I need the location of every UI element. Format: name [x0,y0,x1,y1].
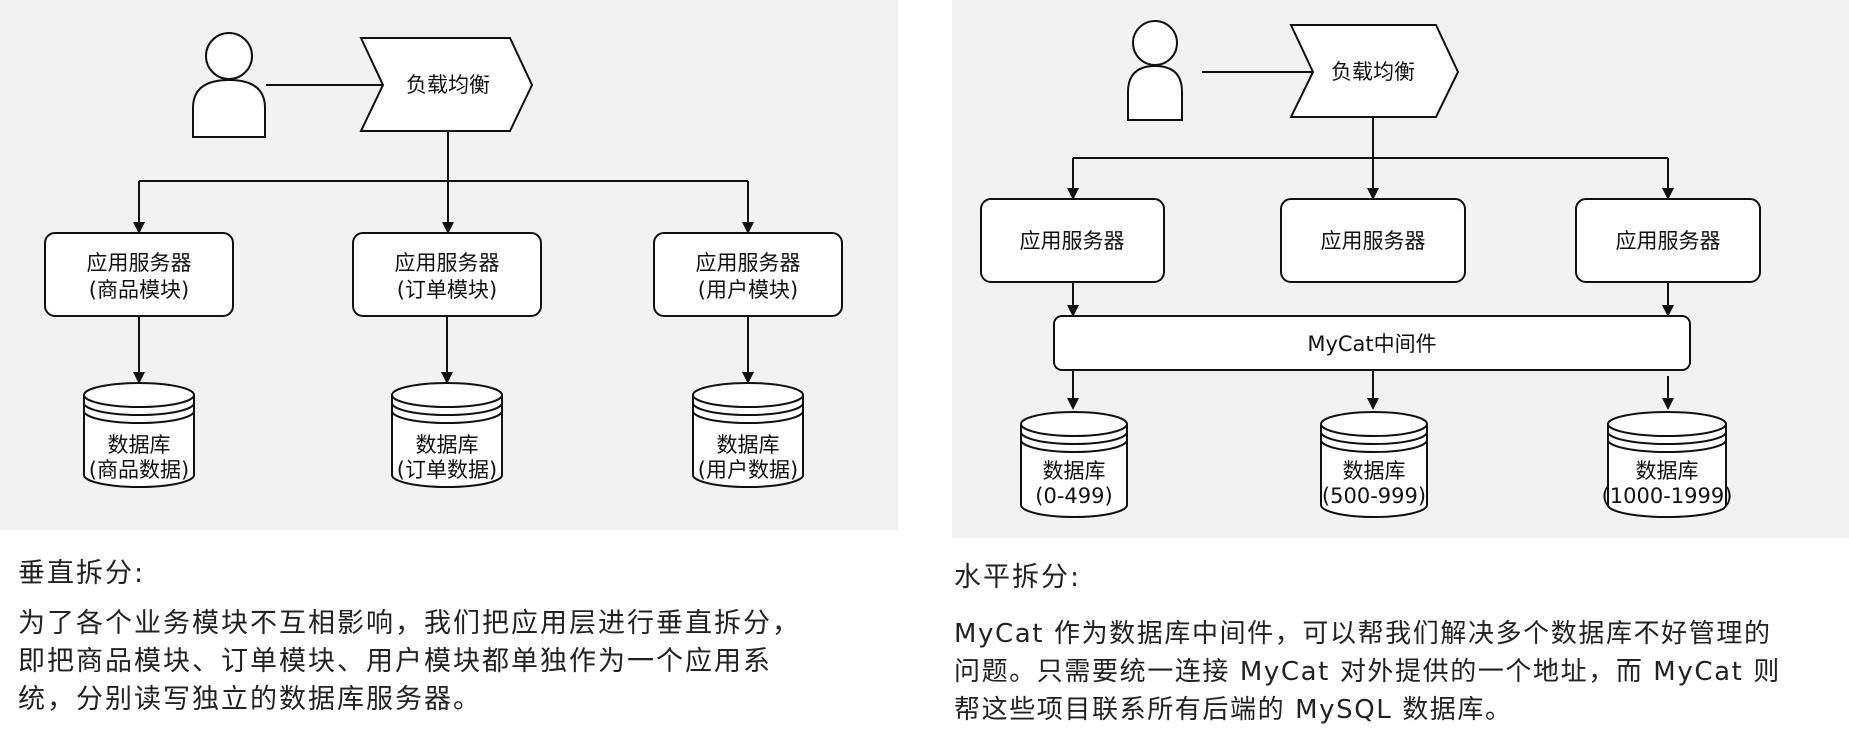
server-title: 应用服务器 [1321,229,1426,253]
server-title: 应用服务器 [395,251,500,275]
vertical-split-svg: 负载均衡 应用服务器 (商品模块) 应用服务器 (订单模块) 应用服务器 (用户… [44,32,843,488]
database-title: 数据库 [416,433,479,457]
server-title: 应用服务器 [696,251,801,275]
database-title: 数据库 [108,433,171,457]
horizontal-split-description: MyCat 作为数据库中间件，可以帮我们解决多个数据库不好管理的 问题。只需要统… [954,615,1781,729]
app-server-node: 应用服务器 [1280,198,1466,283]
database-subtitle: (500-999) [1322,484,1426,508]
app-server-node: 应用服务器 (用户模块) [653,232,843,317]
server-subtitle: (商品模块) [89,278,189,302]
description-line: MyCat 作为数据库中间件，可以帮我们解决多个数据库不好管理的 [954,619,1772,649]
app-server-node: 应用服务器 (商品模块) [44,232,234,317]
server-to-db-arrows [133,316,754,384]
database-subtitle: (订单数据) [397,458,497,482]
middleware-label: MyCat中间件 [1307,332,1436,356]
horizontal-split-svg: 负载均衡 应用服务器 应用服务器 应用服务器 [980,20,1761,518]
database-node: 数据库 (用户数据) [692,382,804,488]
database-node: 数据库 (500-999) [1320,411,1428,518]
lb-to-servers-connectors [133,131,754,234]
database-title: 数据库 [717,433,780,457]
app-server-node: 应用服务器 (订单模块) [352,232,542,317]
database-node: 数据库 (商品数据) [83,382,195,488]
server-to-middleware-arrows [1067,282,1674,317]
load-balancer-label: 负载均衡 [1331,60,1415,84]
server-title: 应用服务器 [87,251,192,275]
database-subtitle: (0-499) [1035,484,1112,508]
database-node: 数据库 (1000-1999) [1602,411,1733,518]
vertical-split-diagram: 负载均衡 应用服务器 (商品模块) 应用服务器 (订单模块) 应用服务器 (用户… [0,0,898,530]
server-subtitle: (用户模块) [698,278,798,302]
app-server-node: 应用服务器 [980,198,1165,283]
server-title: 应用服务器 [1020,229,1125,253]
database-title: 数据库 [1043,459,1106,483]
horizontal-split-heading: 水平拆分: [954,562,1082,593]
description-line: 为了各个业务模块不互相影响，我们把应用层进行垂直拆分， [18,608,801,639]
load-balancer-node: 负载均衡 [1289,24,1460,118]
database-subtitle: (商品数据) [89,458,189,482]
database-subtitle: (1000-1999) [1602,484,1733,508]
user-icon [192,32,266,138]
lb-to-servers-connectors [1067,117,1674,200]
server-subtitle: (订单模块) [397,278,497,302]
database-subtitle: (用户数据) [698,458,798,482]
description-line: 即把商品模块、订单模块、用户模块都单独作为一个应用系 [18,646,772,677]
description-line: 问题。只需要统一连接 MyCat 对外提供的一个地址，而 MyCat 则 [954,657,1781,687]
horizontal-split-diagram: 负载均衡 应用服务器 应用服务器 应用服务器 [952,0,1849,538]
vertical-split-heading: 垂直拆分: [18,558,146,589]
load-balancer-label: 负载均衡 [406,73,490,97]
database-node: 数据库 (订单数据) [391,382,503,488]
description-line: 统，分别读写独立的数据库服务器。 [18,684,482,715]
server-title: 应用服务器 [1616,229,1721,253]
mycat-middleware-node: MyCat中间件 [1053,315,1691,371]
load-balancer-node: 负载均衡 [359,37,534,132]
vertical-split-description: 为了各个业务模块不互相影响，我们把应用层进行垂直拆分， 即把商品模块、订单模块、… [18,605,801,719]
database-title: 数据库 [1636,459,1699,483]
user-icon [1127,20,1183,121]
database-node: 数据库 (0-499) [1020,411,1128,518]
database-title: 数据库 [1343,459,1406,483]
description-line: 帮这些项目联系所有后端的 MySQL 数据库。 [954,695,1513,725]
app-server-node: 应用服务器 [1575,198,1761,283]
middleware-to-db-arrows [1067,370,1674,410]
